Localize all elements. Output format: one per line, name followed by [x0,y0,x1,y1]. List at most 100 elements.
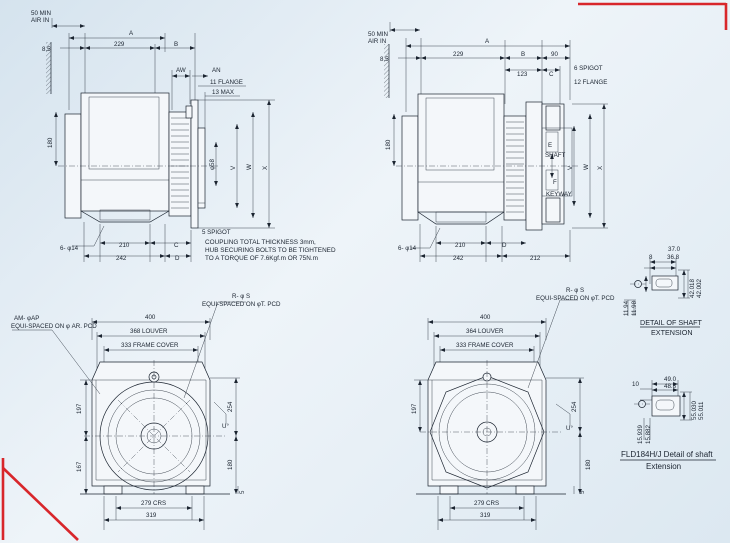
label-dim-123: 123 [517,71,528,78]
label-dim-319: 319 [480,512,491,519]
fld-title-2: Extension [646,462,681,471]
label-rs-pcd: EQUI-SPACED ON φT. PCD [202,301,281,308]
label-dim-d: D [502,242,507,249]
label-dim-212: 212 [530,255,541,262]
label-flange-12: 12 FLANGE [574,79,607,86]
label-dim-8-5: 8.5 [380,56,389,63]
label-dim-364: 364 LOUVER [466,328,504,335]
label-dim-x: X [597,166,604,170]
label-d11b: 11.98 [631,300,638,316]
side-view-double-bearing-labels: 50 MIN AIR IN A 8.5 229 B 90 123 C 6 SPI… [368,31,607,262]
label-d55a: 55.030 [691,401,698,420]
label-am: AM- φAP [14,315,39,322]
note-line-3: TO A TORQUE OF 7.6Kgf.m OR 75N.m [205,255,318,262]
detail-shaft-extension: 37.0 36.8 8 42.018 42.002 11.94 11.98 DE… [623,246,703,337]
label-dim-242: 242 [453,255,464,262]
label-d49: 49.0 [664,376,677,383]
label-dim-210: 210 [119,242,130,249]
label-dim-242: 242 [116,255,127,262]
front-view-double-bearing-labels: R- φ S EQUI-SPACED ON φT. PCD 400 364 LO… [411,287,615,519]
label-d55b: 55.011 [698,401,705,420]
label-dim-180: 180 [227,459,234,470]
label-shaft: SHAFT [545,152,566,159]
label-dim-8-5: 8.5 [42,46,51,53]
label-dim-w: W [583,164,590,170]
front-view-single-bearing-labels: AM- φAP EQUI-SPACED ON φ AR. PCD R- φ S … [11,293,281,519]
label-flange-11: 11 FLANGE [210,79,243,86]
label-dim-aw: AW [176,67,186,74]
label-d36: 36.8 [667,254,680,261]
label-am-pcd: EQUI-SPACED ON φ AR. PCD [11,323,97,330]
label-min: 50 MIN [368,31,388,38]
label-rs-pcd: EQUI-SPACED ON φT. PCD [536,295,615,302]
label-dim-an: AN [212,67,221,74]
label-dim-5: 5 [579,490,586,494]
label-dim-400: 400 [480,314,491,321]
label-keyway: KEYWAY [546,191,572,198]
label-dim-229: 229 [114,41,125,48]
label-spigot-6: 6 SPIGOT [574,65,603,72]
detail-title-2: EXTENSION [651,328,693,337]
label-dim-333: 333 FRAME COVER [456,342,514,349]
label-dim-e: E [548,142,552,149]
fld-title-1: FLD184H/J Detail of shaft [621,450,713,459]
label-dim-368: 368 LOUVER [130,328,168,335]
label-d42b: 42.002 [696,279,703,298]
label-dim-b: B [521,51,525,58]
label-u: U° [222,423,229,430]
label-phi58: φ58 [209,159,216,170]
label-max-13: 13 MAX [212,89,234,96]
label-air-in: AIR IN [368,38,386,45]
label-dim-90: 90 [551,51,558,58]
label-dim-b: B [174,41,178,48]
label-dim-v: V [567,165,574,170]
detail-title-1: DETAIL OF SHAFT [640,318,703,327]
label-d37: 37.0 [668,246,681,253]
label-d11a: 11.94 [623,300,630,316]
label-dim-279: 279 CRS [141,500,166,507]
accent-corner-top-right [578,2,728,30]
label-dim-f: F [553,179,557,186]
side-view-single-bearing [46,18,275,262]
label-dim-279: 279 CRS [474,500,499,507]
label-d42a: 42.018 [689,279,696,298]
label-d8: 8 [649,254,653,261]
label-holes: 6- φ14 [60,245,79,252]
label-min: 50 MIN [31,10,51,17]
label-holes: 6- φ14 [398,245,417,252]
label-d48: 48.8 [664,383,677,390]
accent-corner-bottom-left [1,458,79,541]
label-dim-197: 197 [76,403,83,414]
label-dim-333: 333 FRAME COVER [121,342,179,349]
label-dim-d: D [175,255,180,262]
label-dim-229: 229 [453,51,464,58]
label-dim-x: X [262,166,269,170]
label-d15a: 15.939 [637,425,644,444]
label-dim-180: 180 [47,137,54,148]
label-rs: R- φ S [232,293,250,300]
front-view-double-bearing [414,299,584,530]
label-dim-a: A [129,30,134,37]
label-d10: 10 [632,381,639,388]
label-dim-197: 197 [411,403,418,414]
label-dim-c: C [549,71,554,78]
label-dim-319: 319 [146,512,157,519]
note-line-2: HUB SECURING BOLTS TO BE TIGHTENED [205,247,336,254]
label-dim-254: 254 [571,401,578,412]
front-view-single-bearing [12,301,246,530]
label-dim-c: C [174,242,179,249]
label-dim-167: 167 [76,461,83,472]
label-dim-a: A [485,38,490,45]
label-dim-254: 254 [227,401,234,412]
label-rs: R- φ S [566,287,584,294]
label-spigot-5: 5 SPIGOT [202,229,231,236]
side-view-single-bearing-labels: 50 MIN AIR IN A 8.5 229 B AW AN 11 FLANG… [31,10,336,262]
label-dim-w: W [246,164,253,170]
label-dim-180: 180 [385,139,392,150]
label-air-in: AIR IN [31,17,49,24]
label-u: U° [566,425,573,432]
label-dim-210: 210 [455,242,466,249]
side-view-double-bearing [384,22,608,262]
